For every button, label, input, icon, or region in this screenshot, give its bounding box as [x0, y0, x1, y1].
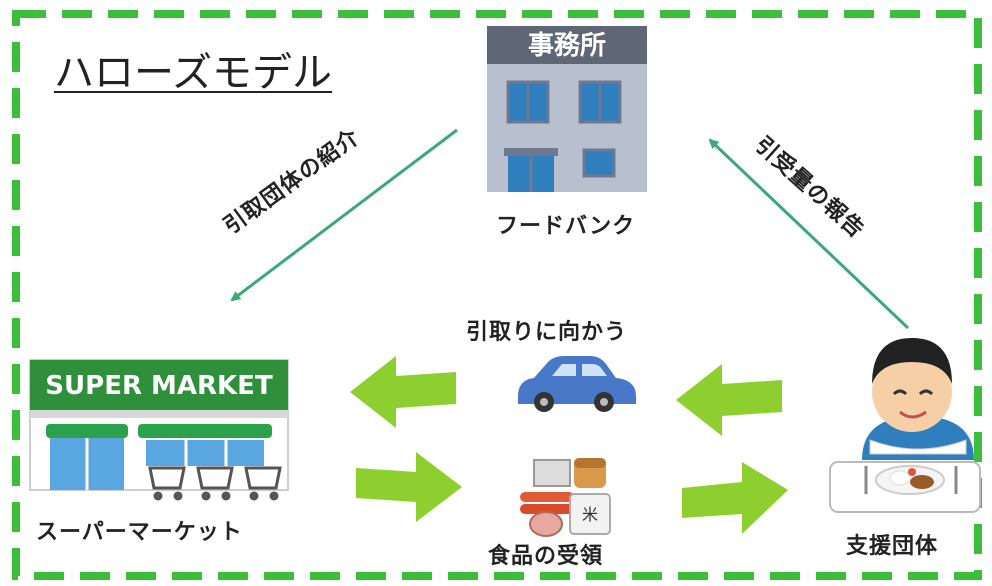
- diagram-title: ハローズモデル: [54, 50, 332, 96]
- boy-eating-icon: [829, 338, 981, 513]
- supermarket-icon: SUPER MARKET: [29, 359, 289, 501]
- food-items-icon: 米: [520, 458, 611, 537]
- office-building-icon: 事務所: [487, 26, 647, 192]
- supermarket-sign: SUPER MARKET: [45, 371, 273, 401]
- support-group-label: 支援団体: [846, 534, 939, 559]
- block-arrow-group-to-car: [676, 364, 782, 436]
- arrow-report: [708, 138, 910, 330]
- receive-label: 食品の受領: [488, 544, 604, 569]
- block-arrow-car-to-supermarket: [350, 356, 456, 428]
- shopping-cart-icon: [148, 466, 282, 501]
- pickup-label: 引取りに向かう: [466, 320, 628, 345]
- dashed-frame: [12, 10, 982, 580]
- arrow-introduce: [230, 128, 458, 302]
- supermarket-label: スーパーマーケット: [36, 520, 243, 545]
- car-icon: [518, 356, 636, 412]
- block-arrow-supermarket-to-food: [356, 452, 462, 522]
- svg-text:米: 米: [582, 505, 598, 524]
- office-sign: 事務所: [528, 31, 606, 61]
- block-arrow-food-to-group: [682, 462, 788, 534]
- food-bank-label: フードバンク: [496, 214, 636, 239]
